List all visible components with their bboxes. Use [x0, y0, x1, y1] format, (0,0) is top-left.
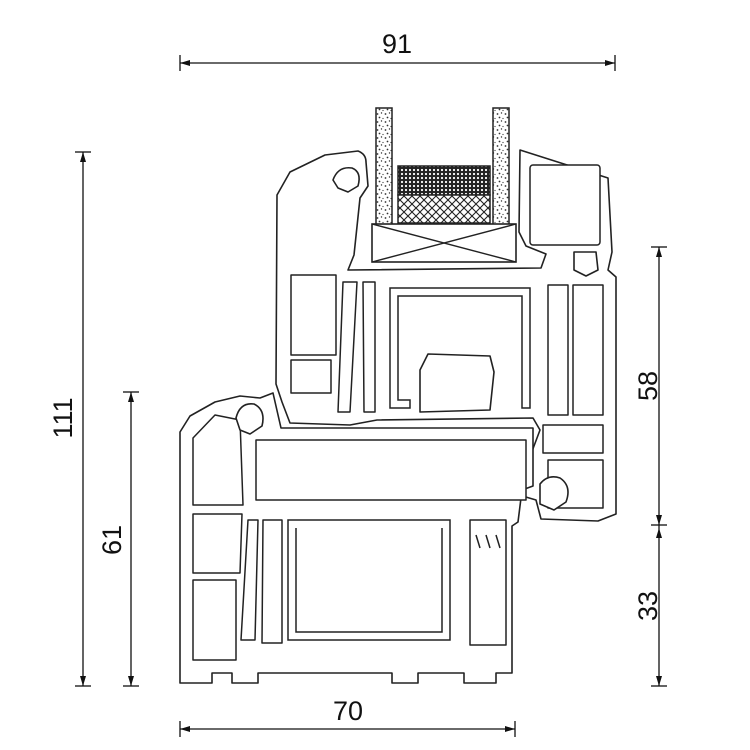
butyl-seal [397, 194, 491, 224]
frame-profile [179, 353, 569, 684]
sash-chamber-3 [337, 281, 358, 413]
frame-seal-left [235, 402, 264, 435]
frame-gasket-clip [475, 534, 501, 549]
dimension-lower-height-label: 33 [633, 591, 663, 621]
sash-chamber-right-3 [542, 424, 604, 454]
dimension-upper-height: 58 [633, 246, 667, 526]
frame-inner-box [255, 439, 527, 501]
glazing-block [371, 223, 517, 263]
dimension-bottom-width-label: 70 [333, 696, 363, 726]
glass-pane-left [375, 107, 393, 229]
dimension-upper-height-label: 58 [633, 371, 663, 401]
frame-seal-right [539, 476, 569, 511]
sash-chamber-4 [362, 281, 376, 413]
sash-chamber-right-2 [547, 284, 569, 416]
sash-seal-left [332, 166, 360, 193]
dimension-total-height: 111 [48, 151, 91, 687]
desiccant-spacer [397, 165, 491, 196]
dimension-sash-height: 61 [97, 391, 139, 687]
dimension-total-height-label: 111 [48, 397, 78, 438]
frame-chamber-5 [261, 519, 283, 644]
dimension-top-width-label: 91 [382, 29, 412, 59]
frame-chamber-4 [240, 519, 259, 641]
frame-steel-reinforcement [287, 519, 451, 641]
frame-chamber-3 [192, 579, 237, 661]
dimension-bottom-width: 70 [179, 696, 516, 737]
sash-steel-reinforcement [389, 287, 531, 409]
frame-drainage-clip [419, 353, 495, 413]
glazing-unit [371, 107, 517, 263]
dimension-sash-height-label: 61 [97, 525, 127, 555]
glass-pane-right [492, 107, 510, 229]
frame-chamber-2 [192, 513, 243, 574]
dimension-top-width: 91 [179, 29, 616, 71]
sash-seal-right [573, 251, 599, 277]
sash-chamber-top [529, 164, 601, 246]
dimension-lower-height: 33 [633, 525, 667, 687]
frame-chamber-1 [192, 414, 244, 506]
frame-chamber-6 [469, 519, 507, 646]
sash-chamber-right-1 [572, 284, 604, 416]
sash-profile [275, 149, 617, 522]
sash-chamber-1 [290, 274, 337, 356]
sash-chamber-2 [290, 359, 332, 394]
